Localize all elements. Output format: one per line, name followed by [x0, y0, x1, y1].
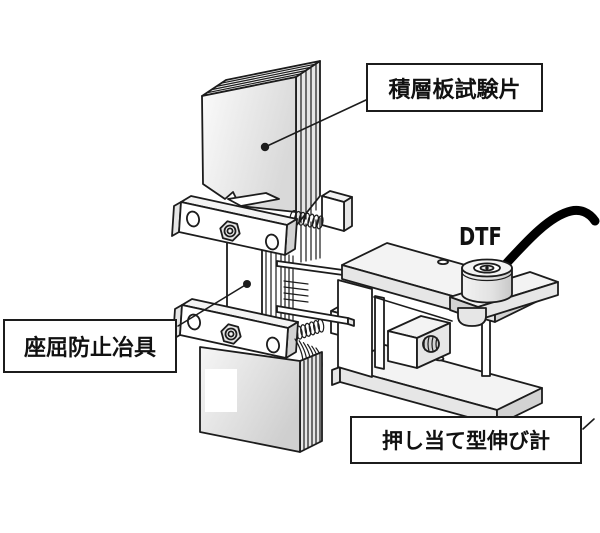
leader-dot-jig	[243, 280, 251, 288]
leader-lines	[177, 99, 595, 430]
set-screw	[422, 335, 440, 353]
leader-dot-specimen	[260, 142, 270, 152]
lower-specimen-stack	[199, 338, 323, 453]
extensometer-blade-lower	[276, 305, 355, 327]
extensometer-label: 押し当て型伸び計	[382, 429, 550, 453]
sensor-boss	[457, 307, 487, 327]
adjustment-block	[387, 315, 451, 369]
sensor-cable	[499, 205, 600, 271]
jig-label: 座屈防止冶具	[23, 336, 156, 361]
jig-label-box: 座屈防止冶具	[3, 319, 177, 373]
extensometer-frame	[331, 242, 559, 426]
upper-bolt	[219, 220, 241, 242]
specimen-label-box: 積層板試験片	[366, 63, 543, 112]
specimen-label: 積層板試験片	[388, 77, 521, 103]
upper-clamp-bar	[171, 195, 298, 256]
lower-bolt	[220, 323, 242, 345]
support-pin	[481, 315, 491, 377]
extensometer-blade-upper	[276, 260, 344, 276]
upper-specimen-stack	[201, 60, 321, 227]
extensometer-label-box: 押し当て型伸び計	[350, 416, 582, 464]
stack-highlight	[205, 369, 237, 412]
dtf-sensor	[461, 205, 600, 304]
dtf-sensor-label: DTF	[459, 222, 502, 251]
